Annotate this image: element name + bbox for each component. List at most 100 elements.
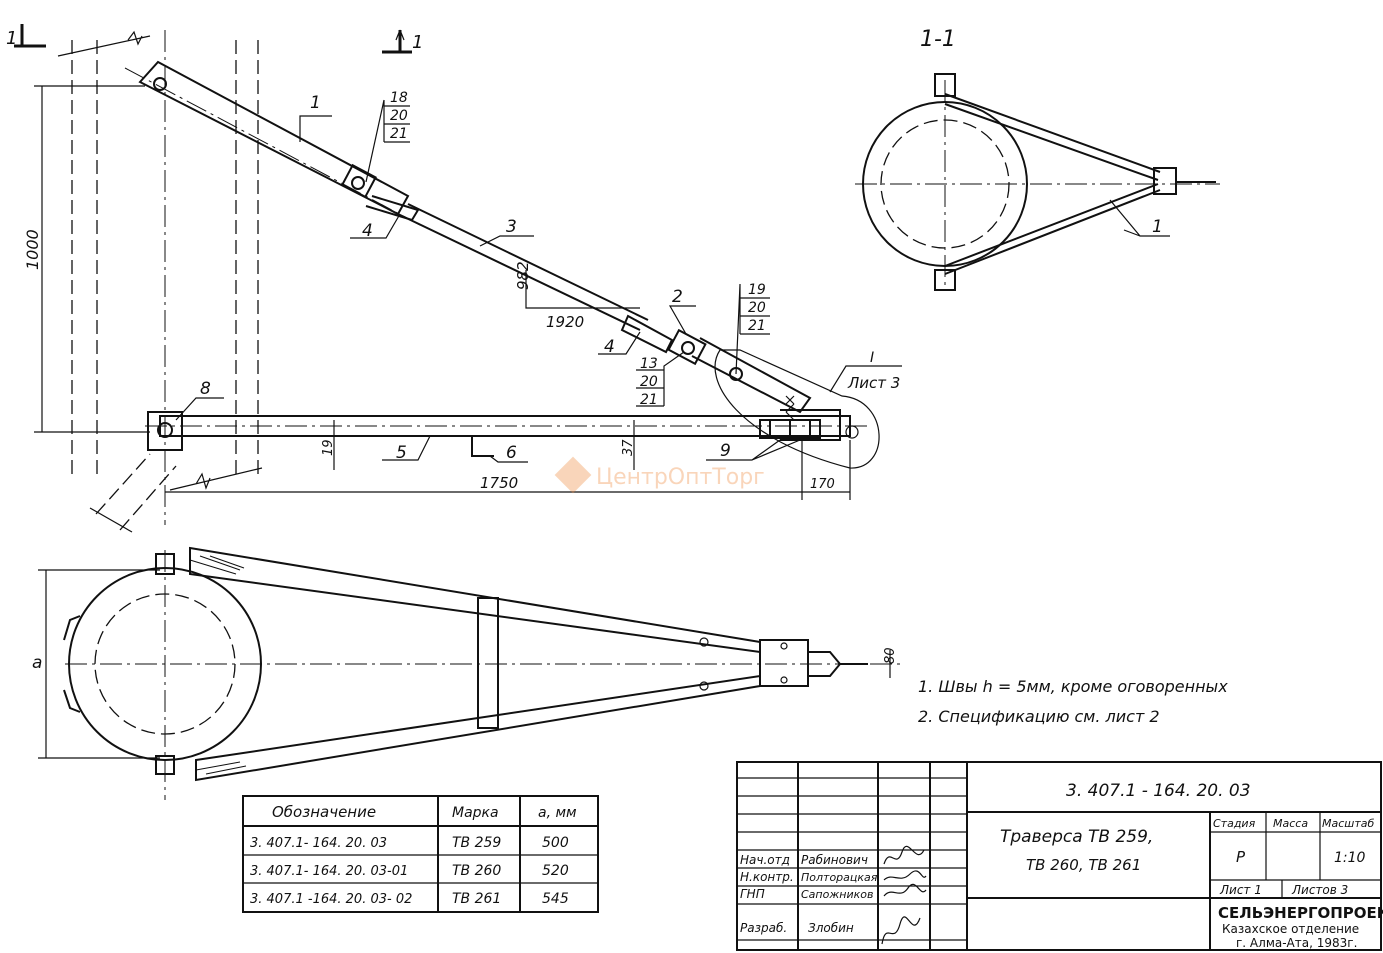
spec-row-1-a: 500 bbox=[542, 835, 569, 851]
dim-1920-label: 1920 bbox=[546, 313, 584, 331]
dim-80-label: 80 bbox=[883, 647, 898, 664]
plan-eye-nut bbox=[807, 651, 842, 677]
stack-low-3: 21 bbox=[640, 392, 658, 408]
lower-bolt-icon bbox=[681, 341, 695, 355]
plan-clamp-ends bbox=[63, 615, 81, 713]
dim-982-label: 982 bbox=[514, 261, 532, 290]
leader-9 bbox=[706, 439, 801, 461]
signature-4-icon bbox=[881, 916, 921, 945]
dim-1000-label: 1000 bbox=[23, 229, 42, 270]
spec-row-3-mark: ТВ 261 bbox=[452, 891, 501, 907]
section-mark-top bbox=[382, 30, 412, 54]
watermark: ЦентрОптТорг bbox=[554, 456, 765, 494]
name-2: Полторацкая bbox=[801, 871, 878, 884]
section-bottom-bolt bbox=[934, 269, 956, 291]
dim-170-label: 170 bbox=[810, 477, 835, 492]
end-clamp-9 bbox=[759, 419, 821, 439]
spec-row-2-designation: 3. 407.1- 164. 20. 03-01 bbox=[250, 864, 408, 879]
stack-low-1: 13 bbox=[640, 356, 658, 372]
watermark-logo-icon bbox=[554, 456, 592, 494]
title-block: 3. 407.1 - 164. 20. 03 Траверса ТВ 259, … bbox=[736, 761, 1383, 951]
leader-section-1 bbox=[1109, 199, 1170, 237]
callout-2: 2 bbox=[672, 287, 683, 307]
upper-pin-icon bbox=[153, 77, 167, 91]
stack-mid-1: 19 bbox=[748, 282, 766, 298]
upper-bolt-icon bbox=[351, 176, 365, 190]
spec-table-border bbox=[242, 795, 599, 913]
pole-break-top bbox=[57, 30, 151, 57]
plan-view: a 80 bbox=[32, 546, 900, 800]
doc-code: 3. 407.1 - 164. 20. 03 bbox=[1066, 781, 1251, 801]
tie-rod-3 bbox=[397, 203, 649, 331]
callout-8: 8 bbox=[200, 379, 211, 399]
dim-a-label: a bbox=[32, 653, 42, 673]
col-scale: Масштаб bbox=[1322, 817, 1374, 830]
callout-9: 9 bbox=[720, 441, 731, 461]
spring-detail bbox=[785, 395, 795, 421]
spec-header-mark: Марка bbox=[452, 805, 499, 821]
strut-lug-4b bbox=[620, 314, 674, 354]
section-mark-left-label: 1 bbox=[6, 28, 17, 49]
strut-lower-bar bbox=[691, 337, 812, 414]
watermark-text: ЦентрОптТорг bbox=[596, 465, 765, 490]
spec-row-3-a: 545 bbox=[542, 891, 569, 907]
dim-1750-label: 1750 bbox=[480, 474, 518, 492]
callout-5: 5 bbox=[396, 443, 407, 463]
leader-detail-i bbox=[829, 365, 902, 393]
spec-row-3-designation: 3. 407.1 -164. 20. 03- 02 bbox=[250, 892, 412, 907]
side-view: 1 1 100 bbox=[6, 24, 902, 533]
plan-end-hole-bottom-icon bbox=[780, 676, 788, 684]
leader-5 bbox=[382, 435, 431, 461]
leader-stack-top bbox=[365, 99, 410, 183]
signature-1-icon bbox=[883, 845, 925, 865]
spec-table: Обозначение Марка a, мм 3. 407.1- 164. 2… bbox=[242, 795, 599, 913]
lower-brace-end bbox=[89, 507, 133, 533]
org-line-3: г. Алма-Ата, 1983г. bbox=[1236, 936, 1357, 950]
strut-lug-4a bbox=[365, 195, 420, 222]
leader-6 bbox=[489, 455, 528, 463]
callout-4b: 4 bbox=[604, 337, 615, 357]
org-line-1: СЕЛЬЭНЕРГОПРОЕКТ bbox=[1218, 904, 1383, 922]
stage-value: Р bbox=[1236, 848, 1246, 866]
lug-6 bbox=[471, 436, 494, 457]
section-view: 1-1 1 bbox=[855, 27, 1220, 291]
signature-3-icon bbox=[883, 883, 927, 897]
spec-row-1-mark: ТВ 259 bbox=[452, 835, 501, 851]
note-2: 2. Спецификацию см. лист 2 bbox=[918, 707, 1160, 726]
slope-triangle bbox=[525, 270, 640, 309]
title-line-1: Траверса ТВ 259, bbox=[1000, 827, 1153, 847]
signature-2-icon bbox=[883, 870, 927, 881]
plan-end-plate bbox=[759, 639, 809, 687]
detail-ref: I bbox=[870, 350, 874, 366]
leader-1 bbox=[299, 115, 332, 142]
section-view-title: 1-1 bbox=[920, 27, 956, 52]
plan-upper-arm bbox=[189, 546, 761, 654]
col-stage: Стадия bbox=[1213, 817, 1256, 830]
spec-header-a: a, мм bbox=[538, 805, 577, 821]
org-line-2: Казахское отделение bbox=[1222, 922, 1359, 936]
plan-spacer-bar bbox=[477, 597, 499, 729]
pole-break-bottom bbox=[169, 467, 263, 491]
arm-root-plate bbox=[147, 411, 183, 451]
section-upper-strap bbox=[944, 93, 1161, 181]
lower-brace-dashed bbox=[95, 453, 177, 531]
sheets-value: Листов 3 bbox=[1291, 883, 1348, 897]
leader-stack-low bbox=[636, 351, 685, 407]
name-1: Рабинович bbox=[801, 853, 868, 867]
name-4: Злобин bbox=[808, 921, 854, 935]
plan-top-bolt bbox=[155, 553, 175, 575]
leader-stack-mid bbox=[735, 283, 770, 375]
stack-top-2: 20 bbox=[390, 108, 408, 124]
note-1: 1. Швы h = 5мм, кроме оговоренных bbox=[918, 677, 1228, 696]
role-2: Н.контр. bbox=[740, 870, 794, 884]
lower-clamp-plate bbox=[667, 328, 707, 366]
title-line-2: ТВ 260, ТВ 261 bbox=[1026, 856, 1141, 874]
col-mass: Масса bbox=[1273, 817, 1308, 830]
section-top-bolt bbox=[934, 73, 956, 97]
spec-row-1-designation: 3. 407.1- 164. 20. 03 bbox=[250, 836, 387, 851]
stack-mid-2: 20 bbox=[748, 300, 766, 316]
leader-4a bbox=[350, 213, 401, 239]
plan-hole-upper-icon bbox=[699, 637, 709, 647]
section-mark-top-arrow bbox=[395, 29, 405, 41]
